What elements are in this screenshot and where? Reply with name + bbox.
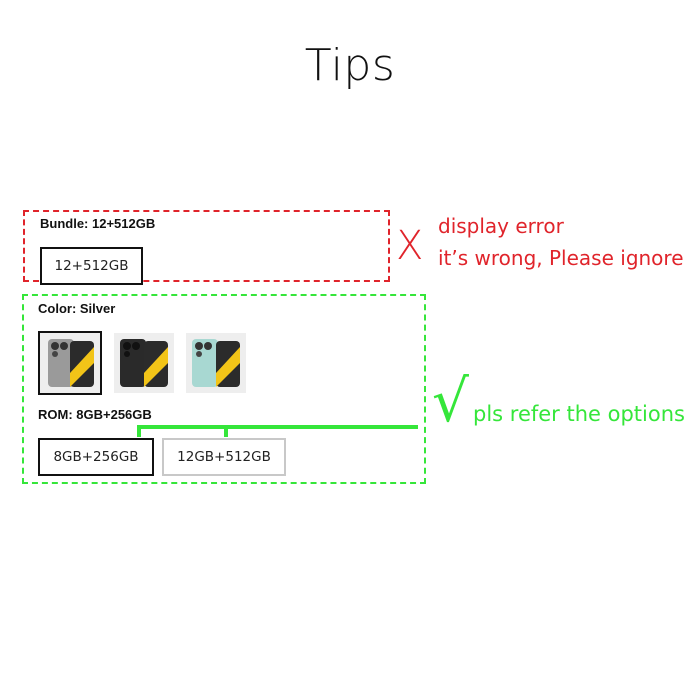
color-label: Color: Silver	[38, 301, 116, 316]
color-swatch-black[interactable]	[114, 333, 174, 393]
rom-option-8gb-256gb[interactable]: 8GB+256GB	[38, 438, 154, 476]
color-swatch-silver[interactable]	[38, 331, 102, 395]
correct-options-panel: Color: Silver ROM: 8GB	[22, 294, 426, 484]
error-x-mark: X	[396, 223, 424, 269]
error-note-line1: display error	[438, 214, 564, 238]
rom-label: ROM: 8GB+256GB	[38, 407, 152, 422]
error-note-line2: it’s wrong, Please ignore	[438, 246, 684, 270]
phone-teal-icon	[186, 333, 246, 393]
bundle-option-12-512[interactable]: 12+512GB	[40, 247, 143, 285]
phone-black-icon	[114, 333, 174, 393]
bundle-label: Bundle: 12+512GB	[40, 216, 156, 231]
wrong-bundle-panel: Bundle: 12+512GB 12+512GB	[23, 210, 390, 285]
phone-silver-icon	[40, 333, 100, 393]
rom-option-12gb-512gb[interactable]: 12GB+512GB	[162, 438, 286, 476]
page-title: Tips	[304, 40, 396, 91]
color-swatch-teal[interactable]	[186, 333, 246, 393]
check-mark: √	[432, 367, 469, 435]
refer-options-note: pls refer the options	[473, 402, 685, 426]
